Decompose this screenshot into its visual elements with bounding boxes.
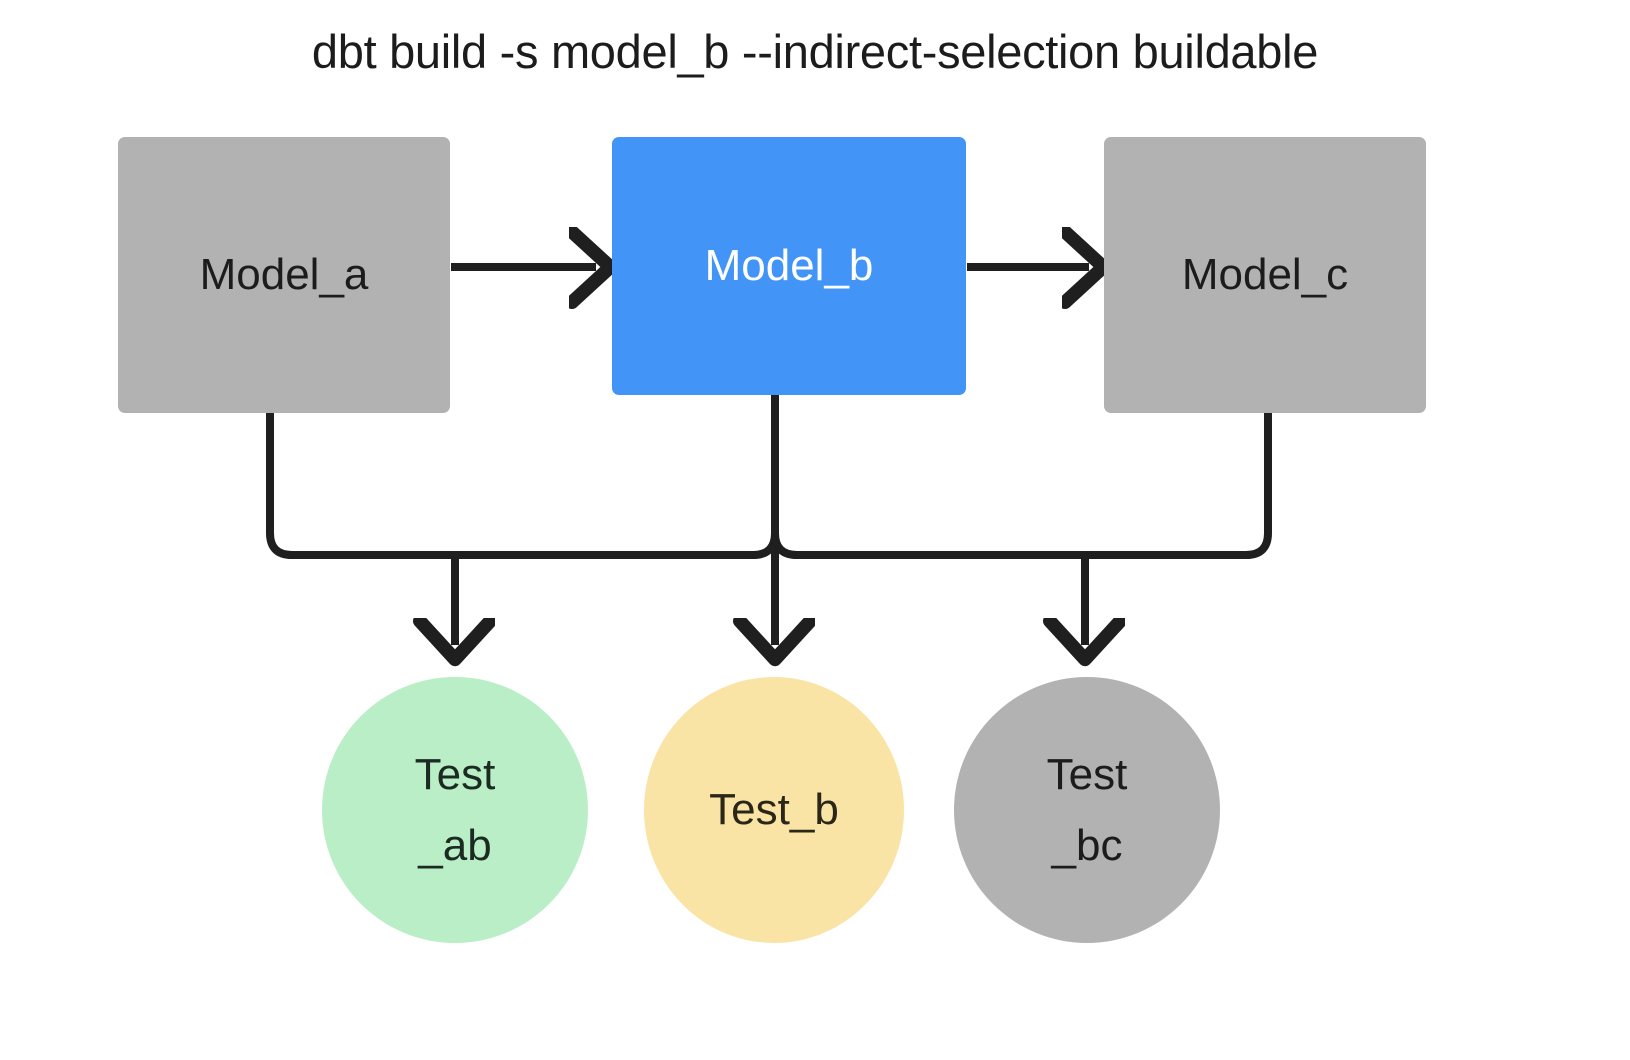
edge-model-b-right-bus xyxy=(771,395,1085,559)
node-model-a-label: Model_a xyxy=(199,249,369,299)
edge-model-b-left-bus xyxy=(455,395,779,559)
page-title: dbt build -s model_b --indirect-selectio… xyxy=(311,25,1319,78)
node-model-c-label: Model_c xyxy=(1181,249,1349,299)
node-model-c[interactable]: Model_c xyxy=(1104,137,1426,413)
node-test-b-label-line1: Test_b xyxy=(709,785,839,835)
node-test-ab-label-line1: Test xyxy=(414,749,496,799)
node-test-bc[interactable]: Test _bc xyxy=(954,677,1220,943)
node-test-b[interactable]: Test_b xyxy=(644,677,904,943)
node-test-ab-label-line2: _ab xyxy=(418,821,492,870)
node-test-bc-label-line1: Test xyxy=(1046,749,1128,799)
node-model-b-label: Model_b xyxy=(704,240,874,290)
node-test-bc-label-line2: _bc xyxy=(1051,821,1123,870)
node-model-a[interactable]: Model_a xyxy=(118,137,450,413)
node-model-b[interactable]: Model_b xyxy=(612,137,966,395)
edge-model-a-to-test-ab xyxy=(266,413,455,559)
edge-model-c-to-test-bc xyxy=(1085,413,1272,559)
node-test-ab[interactable]: Test _ab xyxy=(322,677,588,943)
